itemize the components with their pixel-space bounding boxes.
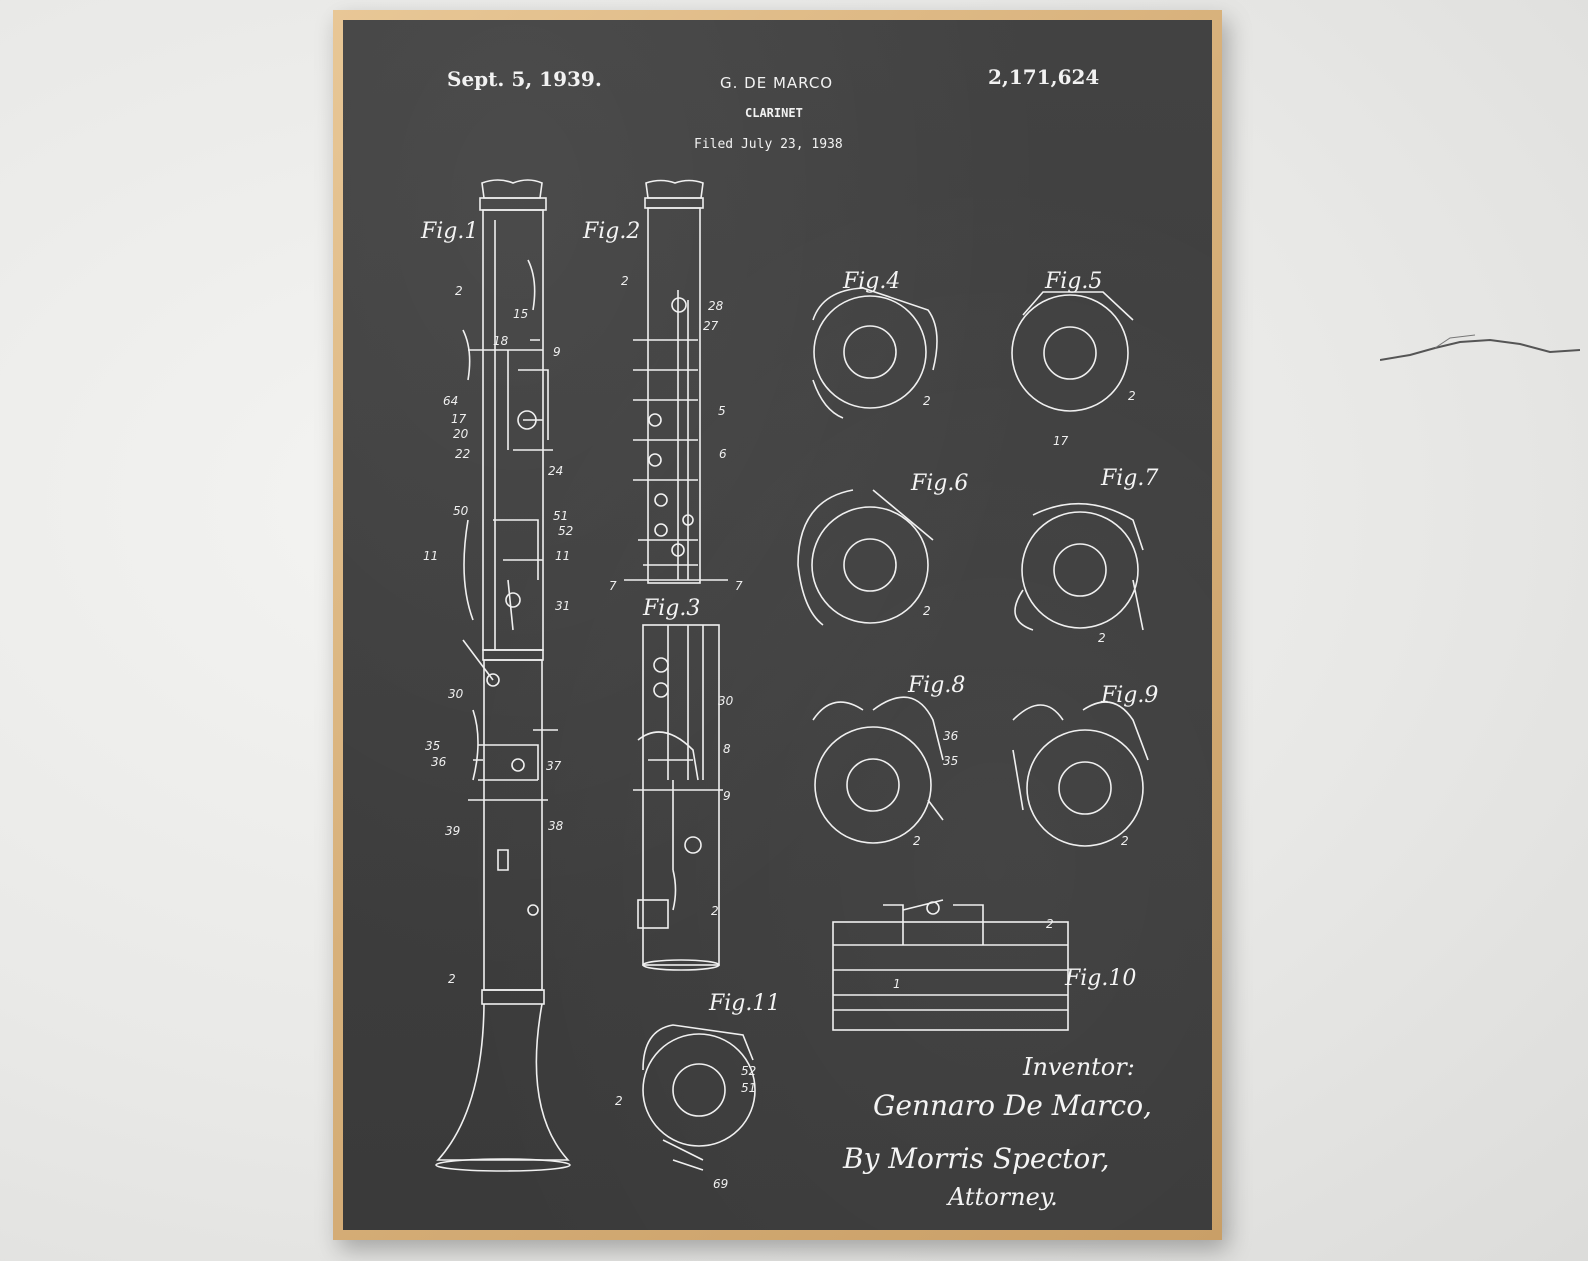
fig11-label: Fig.11 bbox=[708, 991, 780, 1016]
svg-text:7: 7 bbox=[735, 579, 743, 593]
attorney-role: Attorney. bbox=[946, 1183, 1058, 1211]
fig6-label: Fig.6 bbox=[910, 471, 968, 496]
svg-text:5: 5 bbox=[718, 404, 726, 418]
svg-text:20: 20 bbox=[453, 427, 469, 441]
patent-drawing: Fig.1 Fig.2 Fig.3 Fig.4 Fig.5 Fig.6 Fig.… bbox=[420, 179, 1158, 1211]
filed-date: Filed July 23, 1938 bbox=[694, 137, 843, 152]
svg-text:39: 39 bbox=[445, 824, 460, 838]
svg-text:36: 36 bbox=[943, 729, 959, 743]
fig2-label: Fig.2 bbox=[582, 219, 640, 244]
svg-text:38: 38 bbox=[548, 819, 564, 833]
svg-text:7: 7 bbox=[609, 579, 617, 593]
cross-section-rings bbox=[642, 287, 1149, 1171]
fig9-label: Fig.9 bbox=[1100, 683, 1158, 708]
svg-text:37: 37 bbox=[546, 759, 562, 773]
svg-text:17: 17 bbox=[1053, 434, 1069, 448]
svg-text:2: 2 bbox=[711, 904, 719, 918]
svg-text:2: 2 bbox=[913, 834, 921, 848]
svg-text:50: 50 bbox=[453, 504, 469, 518]
svg-text:2: 2 bbox=[1098, 631, 1106, 645]
svg-text:22: 22 bbox=[455, 447, 470, 461]
fig2-upper-joint bbox=[624, 179, 728, 584]
svg-text:28: 28 bbox=[708, 299, 724, 313]
svg-text:15: 15 bbox=[513, 307, 528, 321]
fig1-label: Fig.1 bbox=[420, 219, 478, 244]
svg-text:30: 30 bbox=[448, 687, 464, 701]
fig1-clarinet bbox=[435, 179, 571, 1172]
patent-number: 2,171,624 bbox=[988, 65, 1100, 89]
svg-text:52: 52 bbox=[558, 524, 573, 538]
attorney-signature: By Morris Spector, bbox=[842, 1142, 1110, 1175]
signature-heading: Inventor: bbox=[1022, 1053, 1135, 1081]
svg-text:30: 30 bbox=[718, 694, 734, 708]
fig4-label: Fig.4 bbox=[842, 269, 900, 294]
svg-text:17: 17 bbox=[451, 412, 467, 426]
svg-text:35: 35 bbox=[943, 754, 958, 768]
svg-text:11: 11 bbox=[555, 549, 570, 563]
svg-text:64: 64 bbox=[443, 394, 458, 408]
fig3-label: Fig.3 bbox=[642, 596, 700, 621]
svg-text:24: 24 bbox=[548, 464, 563, 478]
inventor-signature: Gennaro De Marco, bbox=[873, 1089, 1152, 1122]
svg-text:52: 52 bbox=[741, 1064, 756, 1078]
svg-text:18: 18 bbox=[493, 334, 509, 348]
svg-text:6: 6 bbox=[719, 447, 727, 461]
svg-text:51: 51 bbox=[553, 509, 568, 523]
chalkboard-patent-print: Sept. 5, 1939. G. DE MARCO 2,171,624 CLA… bbox=[343, 20, 1212, 1230]
fig7-label: Fig.7 bbox=[1100, 466, 1158, 491]
svg-text:9: 9 bbox=[553, 345, 561, 359]
svg-text:2: 2 bbox=[1128, 389, 1136, 403]
poster-frame: Sept. 5, 1939. G. DE MARCO 2,171,624 CLA… bbox=[333, 10, 1222, 1240]
svg-text:9: 9 bbox=[723, 789, 731, 803]
svg-text:2: 2 bbox=[1046, 917, 1054, 931]
svg-text:1: 1 bbox=[893, 977, 901, 991]
svg-text:2: 2 bbox=[923, 604, 931, 618]
inventor-header: G. DE MARCO bbox=[720, 74, 834, 92]
fig8-label: Fig.8 bbox=[907, 673, 965, 698]
svg-text:35: 35 bbox=[425, 739, 440, 753]
svg-text:36: 36 bbox=[431, 755, 447, 769]
svg-text:8: 8 bbox=[723, 742, 731, 756]
svg-text:51: 51 bbox=[741, 1081, 756, 1095]
fig10-label: Fig.10 bbox=[1064, 966, 1136, 991]
svg-text:27: 27 bbox=[703, 319, 719, 333]
svg-text:69: 69 bbox=[713, 1177, 728, 1191]
patent-date: Sept. 5, 1939. bbox=[447, 67, 602, 91]
svg-text:2: 2 bbox=[448, 972, 456, 986]
svg-text:2: 2 bbox=[455, 284, 463, 298]
svg-text:2: 2 bbox=[621, 274, 629, 288]
fig10-section bbox=[832, 899, 1069, 1031]
patent-title: CLARINET bbox=[745, 106, 803, 120]
svg-text:11: 11 bbox=[423, 549, 438, 563]
svg-text:2: 2 bbox=[1121, 834, 1129, 848]
fig3-lower-joint bbox=[633, 624, 723, 971]
svg-text:31: 31 bbox=[555, 599, 570, 613]
svg-text:2: 2 bbox=[615, 1094, 623, 1108]
fig5-label: Fig.5 bbox=[1044, 269, 1102, 294]
wall-crack bbox=[1380, 334, 1580, 361]
svg-text:2: 2 bbox=[923, 394, 931, 408]
